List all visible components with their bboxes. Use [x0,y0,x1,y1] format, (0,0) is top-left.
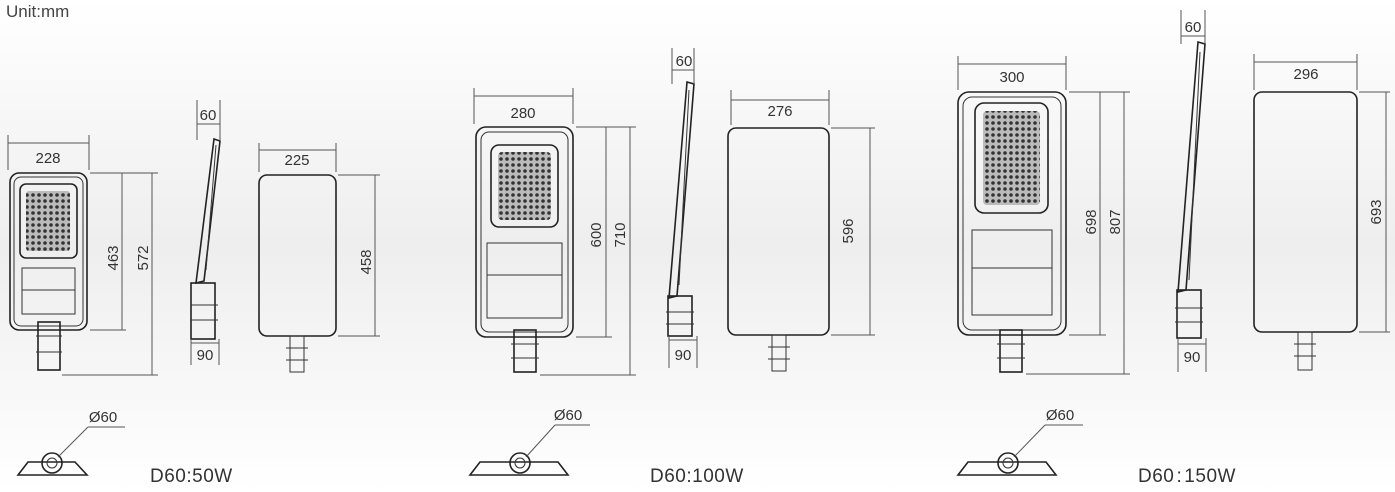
side-base-100w: 90 [675,347,692,364]
height-inner-150w: 698 [1083,209,1100,234]
height-outer-150w: 807 [1107,209,1124,234]
model-label-100w: D60:100W [650,466,744,487]
side-base-50w: 90 [197,347,214,364]
pole-diameter-100w: Ø60 [554,407,582,424]
side-depth-50w: 60 [200,107,217,124]
side-base-150w: 90 [1184,349,1201,366]
front-view-100w: 280 600 710 [473,88,636,376]
pole-diameter-150w: Ø60 [1046,407,1074,424]
side-view-150w: 60 90 [1175,10,1207,372]
back-height-100w: 596 [840,218,857,243]
model-100w-group: 280 600 710 60 90 [468,48,875,487]
back-width-150w: 296 [1293,66,1318,83]
pole-bracket-150w: Ø60 [956,407,1083,476]
unit-label: Unit:mm [6,2,70,21]
height-inner-50w: 463 [105,245,122,270]
model-label-50w: D60:50W [150,466,233,487]
back-view-150w: 296 693 [1253,54,1390,371]
front-width-100w: 280 [510,105,535,122]
back-width-50w: 225 [284,152,309,169]
height-outer-50w: 572 [135,245,152,270]
pole-bracket-100w: Ø60 [468,407,590,476]
model-label-150w: D60 : 150W [1138,466,1236,487]
height-outer-100w: 710 [612,222,629,247]
front-view-150w: 300 698 807 [957,56,1130,375]
pole-diameter-50w: Ø60 [89,409,117,426]
side-view-50w: 60 90 [190,100,221,365]
side-depth-150w: 60 [1185,19,1202,36]
side-view-100w: 60 90 [666,48,698,368]
back-width-100w: 276 [767,103,792,120]
back-view-50w: 225 458 [258,143,380,373]
pole-bracket-50w: Ø60 [16,409,125,476]
front-width-150w: 300 [999,69,1024,86]
front-view-50w: 228 463 572 [7,135,158,376]
model-150w-group: 300 698 807 60 90 [956,10,1390,487]
back-height-150w: 693 [1368,199,1385,224]
model-50w-group: 228 463 572 60 90 [7,100,380,487]
back-view-100w: 276 596 [727,90,875,372]
side-depth-100w: 60 [676,53,693,70]
height-inner-100w: 600 [588,222,605,247]
front-width-50w: 228 [35,150,60,167]
back-height-50w: 458 [358,249,375,274]
